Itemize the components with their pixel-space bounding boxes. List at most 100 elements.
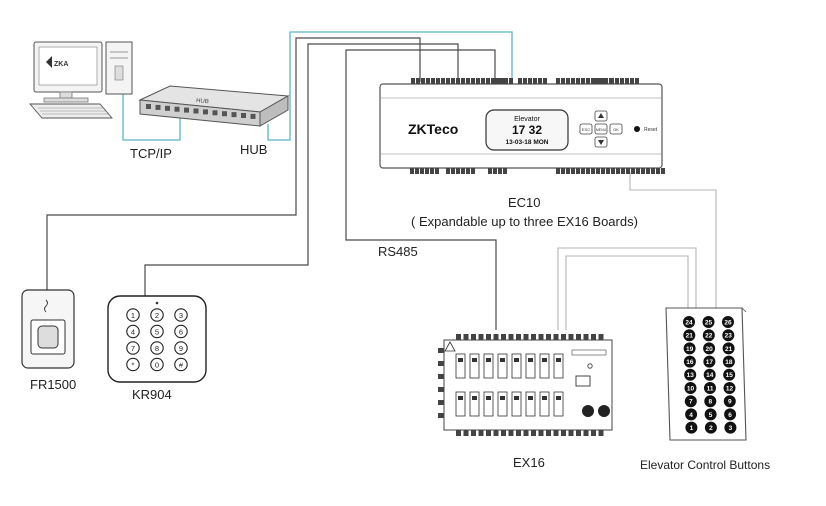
ec10-bottom-terminal <box>415 168 419 174</box>
relay-mark <box>472 358 477 362</box>
ex16-top-terminal <box>568 334 574 340</box>
ok-key-label: OK <box>613 127 619 132</box>
ec10-top-terminal <box>594 78 598 84</box>
ok-key <box>609 123 623 135</box>
relay-mark <box>528 396 533 400</box>
floor-button-label: 21 <box>725 346 733 353</box>
ec10-bottom-terminal <box>596 168 600 174</box>
ec10-bottom-terminal <box>616 168 620 174</box>
tcpip-label: TCP/IP <box>130 146 172 161</box>
ec10-bottom-terminal <box>488 168 492 174</box>
hub-port <box>250 113 256 119</box>
ex16-side-terminal <box>438 348 444 353</box>
ec10-top-terminal <box>436 78 440 84</box>
ec10-bottom-terminal <box>425 168 429 174</box>
ec10-bottom-terminal <box>631 168 635 174</box>
ec10-top-terminal <box>431 78 435 84</box>
floor-button-label: 18 <box>725 359 733 366</box>
ex16-bottom-terminal <box>598 430 604 436</box>
ex16-top-terminal <box>463 334 469 340</box>
floor-button <box>723 368 736 381</box>
capacitor-1 <box>582 405 594 417</box>
relay <box>483 353 494 379</box>
floor-button <box>683 316 695 328</box>
floor-button <box>722 342 735 355</box>
floor-button <box>683 342 696 355</box>
pc-logo: ZKA <box>54 61 68 68</box>
keypad-key <box>174 341 188 355</box>
relay <box>455 353 466 379</box>
floor-button-label: 7 <box>689 399 693 406</box>
ec10-bottom-terminal <box>446 168 450 174</box>
ec10-top-terminal <box>556 78 560 84</box>
ex16-bottom-terminal <box>583 430 589 436</box>
ec10-top-terminal <box>615 78 619 84</box>
ec10-bottom-terminal <box>430 168 434 174</box>
hub-label: HUB <box>240 142 268 157</box>
floor-button <box>722 355 735 368</box>
hub-port <box>222 111 227 117</box>
ex16-top-terminal <box>516 334 521 340</box>
ec10-bottom-terminal <box>571 168 575 174</box>
ec10-bottom-terminal <box>641 168 645 174</box>
ec10-top-terminal <box>586 78 590 84</box>
relay <box>553 353 564 379</box>
rs485-wires <box>46 37 497 330</box>
hub-port <box>146 104 151 109</box>
ex16-terminals <box>438 334 604 436</box>
floor-button <box>704 395 717 408</box>
hub-ports <box>146 104 256 119</box>
floor-button <box>685 421 698 434</box>
ec10-bottom-terminal <box>651 168 655 174</box>
relay-mark <box>472 396 477 400</box>
ec10-top-terminal <box>625 78 629 84</box>
ex16-bottom-terminal <box>486 430 491 436</box>
screen-line1: Elevator <box>514 116 540 123</box>
ec10-bottom-terminal <box>493 168 497 174</box>
ec10-top-terminal <box>591 78 595 84</box>
warning-icon <box>444 341 456 352</box>
floor-button <box>702 316 715 328</box>
ex16-side-terminal <box>438 387 444 392</box>
relay <box>525 391 536 417</box>
brand-mark-icon <box>44 299 48 313</box>
relay-mark <box>458 396 463 400</box>
keypad-key-label: 2 <box>155 311 159 320</box>
relay-mark <box>514 358 519 362</box>
keypad-key <box>126 357 140 372</box>
ec10-controller: ZKTeco Elevator 17 32 13-03-18 MON ESC M… <box>379 83 663 169</box>
ec10-top-terminal <box>421 78 425 84</box>
ex16-bottom-terminal <box>568 430 574 436</box>
relay <box>511 353 522 379</box>
ex16-top-terminal <box>508 334 514 340</box>
ec10-bottom-terminal <box>456 168 460 174</box>
floor-button-label: 16 <box>686 359 694 366</box>
ec10-terminals <box>410 78 665 174</box>
floor-button <box>684 368 697 381</box>
ex16-bottom-terminal <box>493 430 499 436</box>
ec10-bottom-terminal <box>606 168 610 174</box>
ec10-bottom-terminal <box>561 168 565 174</box>
relay <box>553 391 564 417</box>
ec10-top-terminal <box>416 78 420 84</box>
floor-button <box>703 342 716 355</box>
ex16-top-terminal <box>523 334 529 340</box>
keypad-key-label: # <box>179 360 184 369</box>
ec10-top-terminal <box>509 78 513 84</box>
ec10-bottom-terminal <box>420 168 424 174</box>
relay-mark <box>528 358 533 362</box>
ec10-top-terminal <box>543 78 547 84</box>
relay <box>497 353 508 379</box>
ec10-top-terminal <box>461 78 465 84</box>
up-arrow-icon <box>598 113 604 118</box>
hub-port <box>155 104 161 110</box>
floor-button <box>723 395 736 408</box>
floor-button-label: 21 <box>686 333 694 340</box>
hub-device-label: HUB <box>196 98 209 105</box>
relay-mark <box>556 396 561 400</box>
floor-button-label: 22 <box>705 333 713 340</box>
ex16-top-terminal <box>591 334 596 340</box>
ec10-top-terminal <box>456 78 460 84</box>
